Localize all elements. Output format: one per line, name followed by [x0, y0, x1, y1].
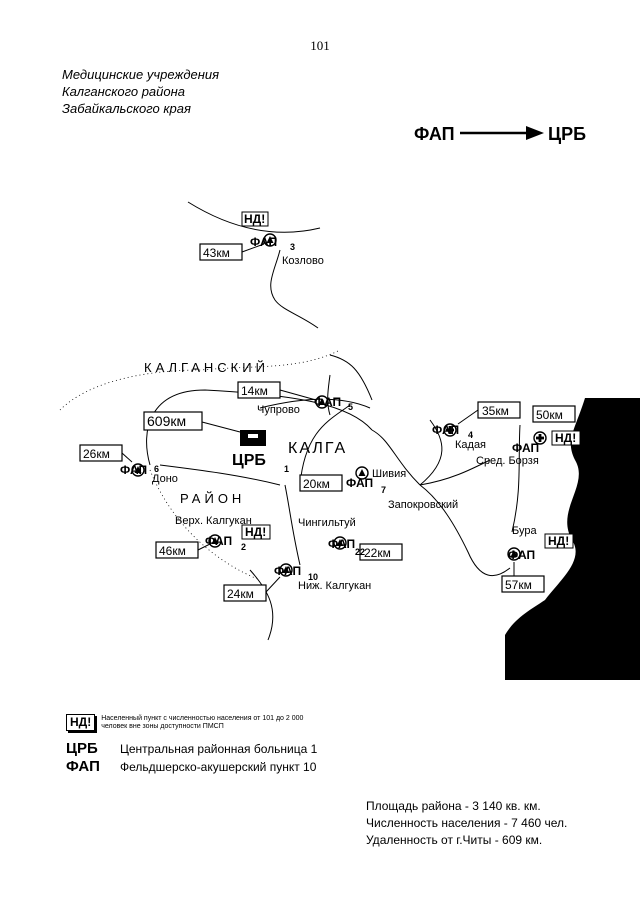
facility-kadaya[interactable]: 35км ФАП 4 Кадая [432, 401, 521, 451]
distance-label: 20км [303, 477, 330, 491]
distance-label: 57км [505, 578, 532, 592]
district-stats: Площадь района - 3 140 кв. км. Численнос… [366, 798, 567, 849]
arrow-right-icon [526, 126, 544, 140]
fap-index: 3 [290, 242, 295, 252]
fap-index: 7 [381, 485, 386, 495]
region-label-top: КАЛГАНСКИЙ [144, 360, 269, 375]
facility-sred-borzya[interactable]: 50км ФАП НД! Сред. Борзя [476, 405, 581, 467]
nd-badge: НД! [244, 212, 265, 226]
fap-label: ФАП [120, 463, 147, 477]
title-line-1: Медицинские учреждения [62, 67, 220, 82]
nd-badge: НД! [548, 534, 569, 548]
settlement-kozlovo: Козлово [282, 255, 324, 267]
facility-kozlovo[interactable]: НД! ФАП 3 43км Козлово [199, 211, 324, 267]
settlement-nizh-kalgukan: Ниж. Калгукан [298, 580, 371, 592]
fap-index: 2 [241, 542, 246, 552]
legend-fap-label: ФАП [414, 124, 455, 144]
fap-to-crb-legend: ФАП ЦРБ [414, 124, 586, 144]
legend-crb-text: Центральная районная больница 1 [120, 741, 318, 756]
fap-label: ФАП [205, 534, 232, 548]
fap-label: ФАП [328, 537, 355, 551]
district-boundary [59, 349, 341, 581]
fap-label: ФАП [314, 395, 341, 409]
settlement-bura: Бура [512, 525, 537, 537]
distance-label: 24км [227, 587, 254, 601]
settlement-sred-borzya: Сред. Борзя [476, 455, 539, 467]
settlement-chuprovo: Чупрово [257, 404, 300, 416]
legend: НД! Населенный пункт с численностью насе… [66, 714, 406, 784]
legend-fap-row: ФАП Фельдшерско-акушерский пункт 10 [66, 758, 316, 775]
facility-chingiltuy[interactable]: Чингильтуй ФАП 22км 22 [298, 517, 403, 561]
facility-verkh-kalgukan[interactable]: Верх. Калгукан НД! ФАП 2 46км [155, 515, 271, 559]
fap-index: 22 [355, 547, 365, 557]
fap-label: ФАП [432, 423, 459, 437]
distance-label: 26км [83, 447, 110, 461]
fap-index: 5 [348, 402, 353, 412]
hospital-kalga[interactable]: 609км ЦРБ 1 КАЛГА [143, 411, 347, 474]
stat-population: Численность населения - 7 460 чел. [366, 816, 568, 830]
fap-index: 6 [154, 464, 159, 474]
distance-label: 35км [482, 404, 509, 418]
roads [146, 201, 521, 641]
fap-label: ФАП [250, 235, 277, 249]
stat-area: Площадь района - 3 140 кв. км. [366, 799, 541, 813]
settlement-shiviya: Шивия [372, 468, 406, 480]
distance-label: 50км [536, 408, 563, 422]
fap-label: ФАП [274, 564, 301, 578]
hospital-abbr: ЦРБ [232, 452, 266, 469]
legend-fap-abbr: ФАП [66, 758, 100, 775]
facility-bura[interactable]: Бура НД! ФАП 57км [501, 525, 574, 593]
stat-distance: Удаленность от г.Читы - 609 км. [366, 833, 543, 847]
distance-label: 609км [147, 413, 186, 429]
page-title: Медицинские учреждения Калганского район… [62, 66, 219, 117]
settlement-chingiltuy: Чингильтуй [298, 517, 356, 529]
legend-nd-text: Населенный пункт с численностью населени… [101, 714, 304, 730]
fap-index: 10 [308, 572, 318, 582]
fap-label: ФАП [508, 548, 535, 562]
district-map: КАЛГАНСКИЙ РАЙОН НД! ФАП 3 43км Козлово … [59, 201, 640, 680]
legend-crb-abbr: ЦРБ [66, 740, 98, 757]
facility-shiviya[interactable]: Шивия 20км ФАП 7 [299, 466, 406, 495]
nd-badge: НД! [555, 431, 576, 445]
legend-fap-text: Фельдшерско-акушерский пункт 10 [120, 759, 317, 774]
hospital-index: 1 [284, 464, 289, 474]
distance-label: 43км [203, 246, 230, 260]
center-label: КАЛГА [288, 440, 347, 457]
title-line-2: Калганского района [62, 84, 186, 99]
legend-nd-row: НД! Населенный пункт с численностью насе… [66, 714, 321, 731]
fap-label: ФАП [512, 441, 539, 455]
distance-label: 46км [159, 544, 186, 558]
nd-badge: НД! [245, 525, 266, 539]
nd-badge: НД! [66, 714, 96, 731]
distance-label: 14км [241, 384, 268, 398]
facility-chuprovo[interactable]: 14км ФАП 5 Чупрово [237, 381, 353, 416]
settlement-kadaya: Кадая [455, 439, 486, 451]
distance-label: 22км [364, 546, 391, 560]
legend-crb-row: ЦРБ Центральная районная больница 1 [66, 740, 317, 757]
page-number: 101 [310, 38, 330, 53]
fap-label: ФАП [346, 476, 373, 490]
facility-nizh-kalgukan[interactable]: ФАП 10 Ниж. Калгукан 24км [223, 563, 371, 602]
fap-index: 4 [468, 430, 473, 440]
title-line-3: Забайкальского края [62, 101, 191, 116]
region-label-bottom: РАЙОН [180, 491, 245, 506]
settlement-dono: Доно [152, 473, 178, 485]
legend-crb-label: ЦРБ [548, 124, 586, 144]
settlement-zapokrovsky: Запокровский [388, 499, 458, 511]
facility-dono[interactable]: 26км ФАП 6 Доно [79, 444, 178, 485]
settlement-verkh-kalgukan: Верх. Калгукан [175, 515, 252, 527]
